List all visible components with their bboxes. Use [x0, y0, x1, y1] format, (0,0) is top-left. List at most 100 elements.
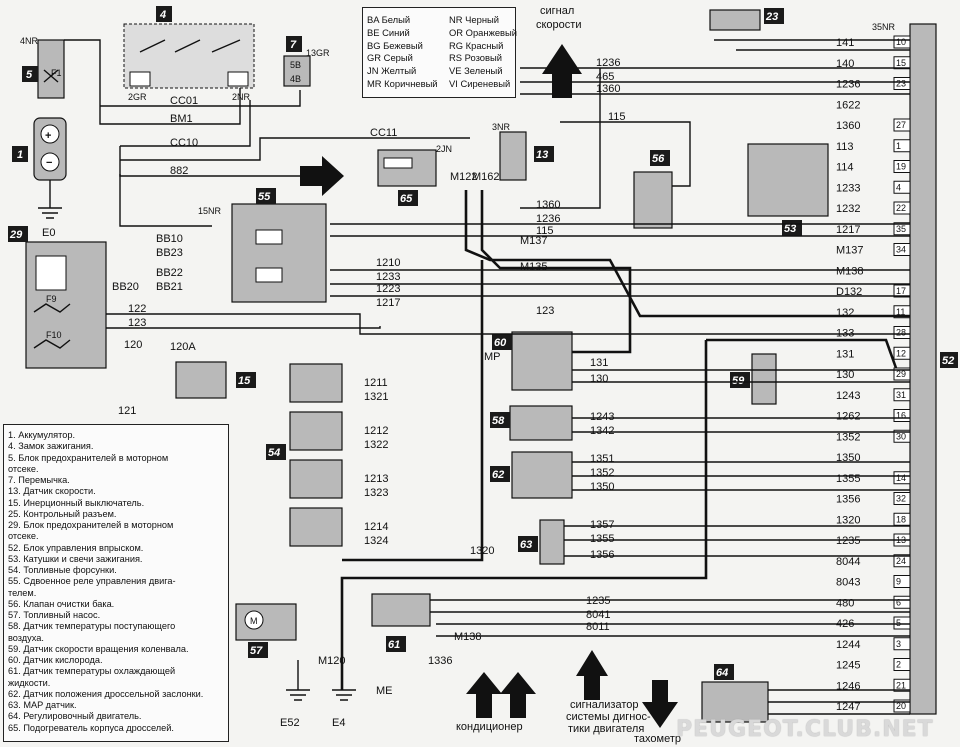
legend-item: 64. Регулировочный двигатель. — [8, 711, 142, 722]
legend-item: 1. Аккумулятор. — [8, 430, 75, 440]
connector-4a: 2GR — [128, 92, 147, 102]
svg-text:65: 65 — [400, 193, 413, 205]
tag-15: 15 — [236, 372, 256, 388]
svg-text:52: 52 — [942, 355, 954, 367]
wire-882 — [119, 174, 300, 177]
fuse-block-5: F1 — [37, 39, 65, 99]
wire-runs — [106, 39, 910, 715]
ecu-wire-label: 1246 — [836, 680, 860, 692]
wire-cc01 — [100, 90, 301, 107]
wire-label: 1320 — [470, 545, 494, 557]
ecu-wire-label: 1350 — [836, 452, 860, 464]
ignition-coils-53 — [747, 143, 829, 217]
ecu-pin-box — [893, 180, 911, 194]
legend-item: 56. Клапан очистки бака. — [8, 598, 115, 609]
svg-text:57: 57 — [250, 645, 263, 657]
wire-label: 1357 — [590, 519, 614, 531]
wire-label: 1351 — [590, 453, 614, 465]
wire-label: 130 — [590, 373, 608, 385]
ecu-pin-number: 24 — [896, 556, 906, 566]
ecu-wire-label: 8044 — [836, 556, 860, 568]
ecu-pin-box — [893, 575, 911, 588]
svg-text:−: − — [46, 157, 52, 169]
ecu-pin-box — [893, 139, 911, 153]
ecu-wire-label: 1360 — [836, 120, 860, 132]
legend-item: 60. Датчик кислорода. — [8, 655, 103, 665]
connector-7: 13GR — [306, 48, 330, 58]
tag-13: 13 — [534, 146, 554, 162]
wire-label: 1350 — [590, 481, 614, 493]
wire-label: 123 — [536, 305, 554, 317]
wire-bm1 — [64, 39, 241, 125]
legend-item: 65. Подогреватель корпуса дросселей. — [8, 722, 174, 733]
ecu-pin-number: 19 — [896, 162, 906, 172]
ground-e52 — [286, 660, 310, 701]
wire-label: 1360 — [536, 199, 560, 211]
wire-labels: 12364651360115CC11CC01BM1CC1088213601236… — [112, 57, 626, 667]
wire-label: 1235 — [586, 595, 610, 607]
wire-label: CC11 — [370, 127, 397, 139]
ecu-pin-number: 11 — [896, 307, 905, 317]
ecu-pin-box — [893, 658, 911, 671]
ecu-pin-number: 21 — [896, 680, 906, 690]
legend-item: 63. MAP датчик. — [8, 700, 77, 710]
wire-m137 — [464, 190, 910, 318]
color-key-entry: BG Бежевый — [367, 39, 423, 51]
legend-item: 7. Перемычка. — [8, 475, 70, 485]
ecu-pin-box — [893, 160, 911, 173]
wire-cc11-left — [120, 137, 470, 161]
svg-text:1: 1 — [17, 149, 23, 161]
ecu-wire-label: 1320 — [836, 514, 860, 526]
wire-label: 1213 — [364, 473, 388, 485]
ecu-pin-number: 15 — [896, 58, 906, 68]
heater-65 — [377, 149, 437, 187]
ecu-pin-number: 30 — [896, 431, 906, 441]
tag-64: 64 — [714, 664, 734, 680]
legend-item: телем. — [8, 587, 37, 598]
ecu-pin-box — [893, 77, 911, 90]
wire-label: BM1 — [170, 113, 193, 125]
wire-label: 1323 — [364, 487, 388, 499]
ecu-pin-number: 3 — [896, 639, 901, 649]
wire-label: 121 — [118, 405, 136, 417]
svg-text:F1: F1 — [51, 68, 62, 78]
ecu-connector-bar — [909, 23, 937, 715]
ecu-wire-label: 1245 — [836, 660, 860, 672]
ecu-wire-label: 1236 — [836, 79, 860, 91]
color-key-entry: BE Синий — [367, 26, 410, 38]
legend-item: 62. Датчик положения дроссельной заслонк… — [8, 688, 204, 699]
ecu-wire-label: 1622 — [836, 99, 860, 111]
wire-label: 1233 — [376, 271, 400, 283]
throttle-sensor-62 — [511, 451, 573, 499]
legend-item: 4. Замок зажигания. — [8, 441, 94, 452]
wire-label: 1336 — [428, 655, 452, 667]
ecu-pin-number: 35 — [896, 224, 906, 234]
color-key-entry: GR Серый — [367, 52, 413, 64]
relay-23 — [709, 9, 761, 31]
wire-label: 1211 — [364, 377, 388, 389]
wire-label: 1243 — [590, 411, 614, 423]
wire-label: BB22 — [156, 267, 183, 279]
ecu-pin-box — [893, 222, 911, 236]
legend-item: 58. Датчик температуры поступающего — [8, 621, 176, 632]
tag-29: 29 — [8, 226, 28, 242]
wire-label: 1321 — [364, 391, 388, 403]
ecu-wire-label: 131 — [836, 348, 854, 360]
wire-label: 120 — [124, 339, 142, 351]
tag-56: 56 — [650, 150, 670, 166]
ecu-pin-number: 34 — [896, 245, 906, 255]
wire-label: 1324 — [364, 535, 388, 547]
ecu-pin-box — [893, 346, 911, 360]
tag-61: 61 — [386, 636, 406, 652]
ecu-wire-label: 140 — [836, 58, 854, 70]
ecu-wire-label: 1232 — [836, 203, 860, 215]
tag-1: 1 — [12, 146, 28, 162]
connector-55: 15NR — [198, 206, 222, 216]
ecu-wire-label: 8043 — [836, 577, 860, 589]
legend-item: 15. Инерционный выключатель. — [8, 497, 145, 508]
wire-label: 1212 — [364, 425, 388, 437]
wire-m135 — [480, 190, 632, 354]
wire-label: M138 — [454, 631, 482, 643]
ecu-pin-number: 23 — [896, 79, 906, 89]
